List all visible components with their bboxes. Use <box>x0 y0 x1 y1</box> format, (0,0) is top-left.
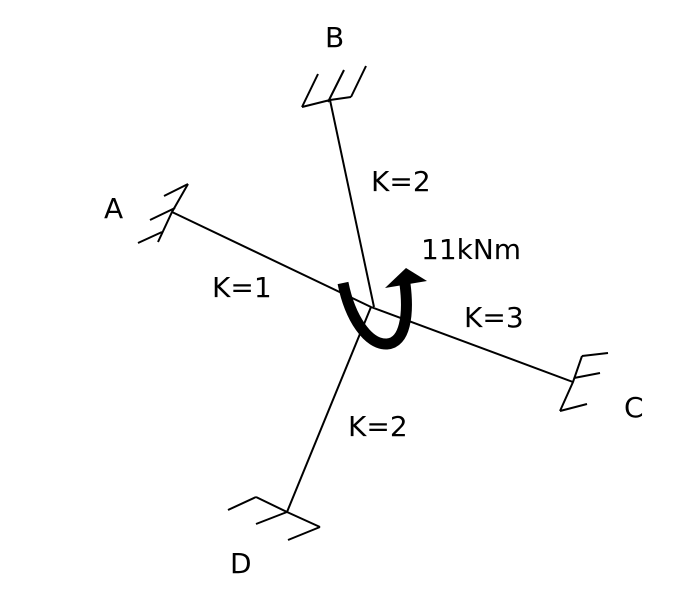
stiffness-label-ab: K=1 <box>212 271 272 304</box>
member-a <box>171 211 372 308</box>
member-b <box>329 99 375 308</box>
fixed-support-c <box>559 352 609 412</box>
stiffness-label-d: K=2 <box>348 410 408 443</box>
stiffness-label-c: K=3 <box>464 301 524 334</box>
fixed-support-b <box>301 65 367 108</box>
moment-arrow-icon <box>337 268 427 350</box>
moment-label: 11kNm <box>421 233 521 266</box>
fixed-support-d <box>227 496 321 541</box>
member-d <box>286 306 372 513</box>
node-label-c: C <box>624 391 644 424</box>
stiffness-label-b: K=2 <box>371 165 431 198</box>
node-label-d: D <box>230 547 252 580</box>
node-label-b: B <box>325 21 344 54</box>
fixed-support-a <box>137 183 189 244</box>
node-label-a: A <box>104 192 123 225</box>
